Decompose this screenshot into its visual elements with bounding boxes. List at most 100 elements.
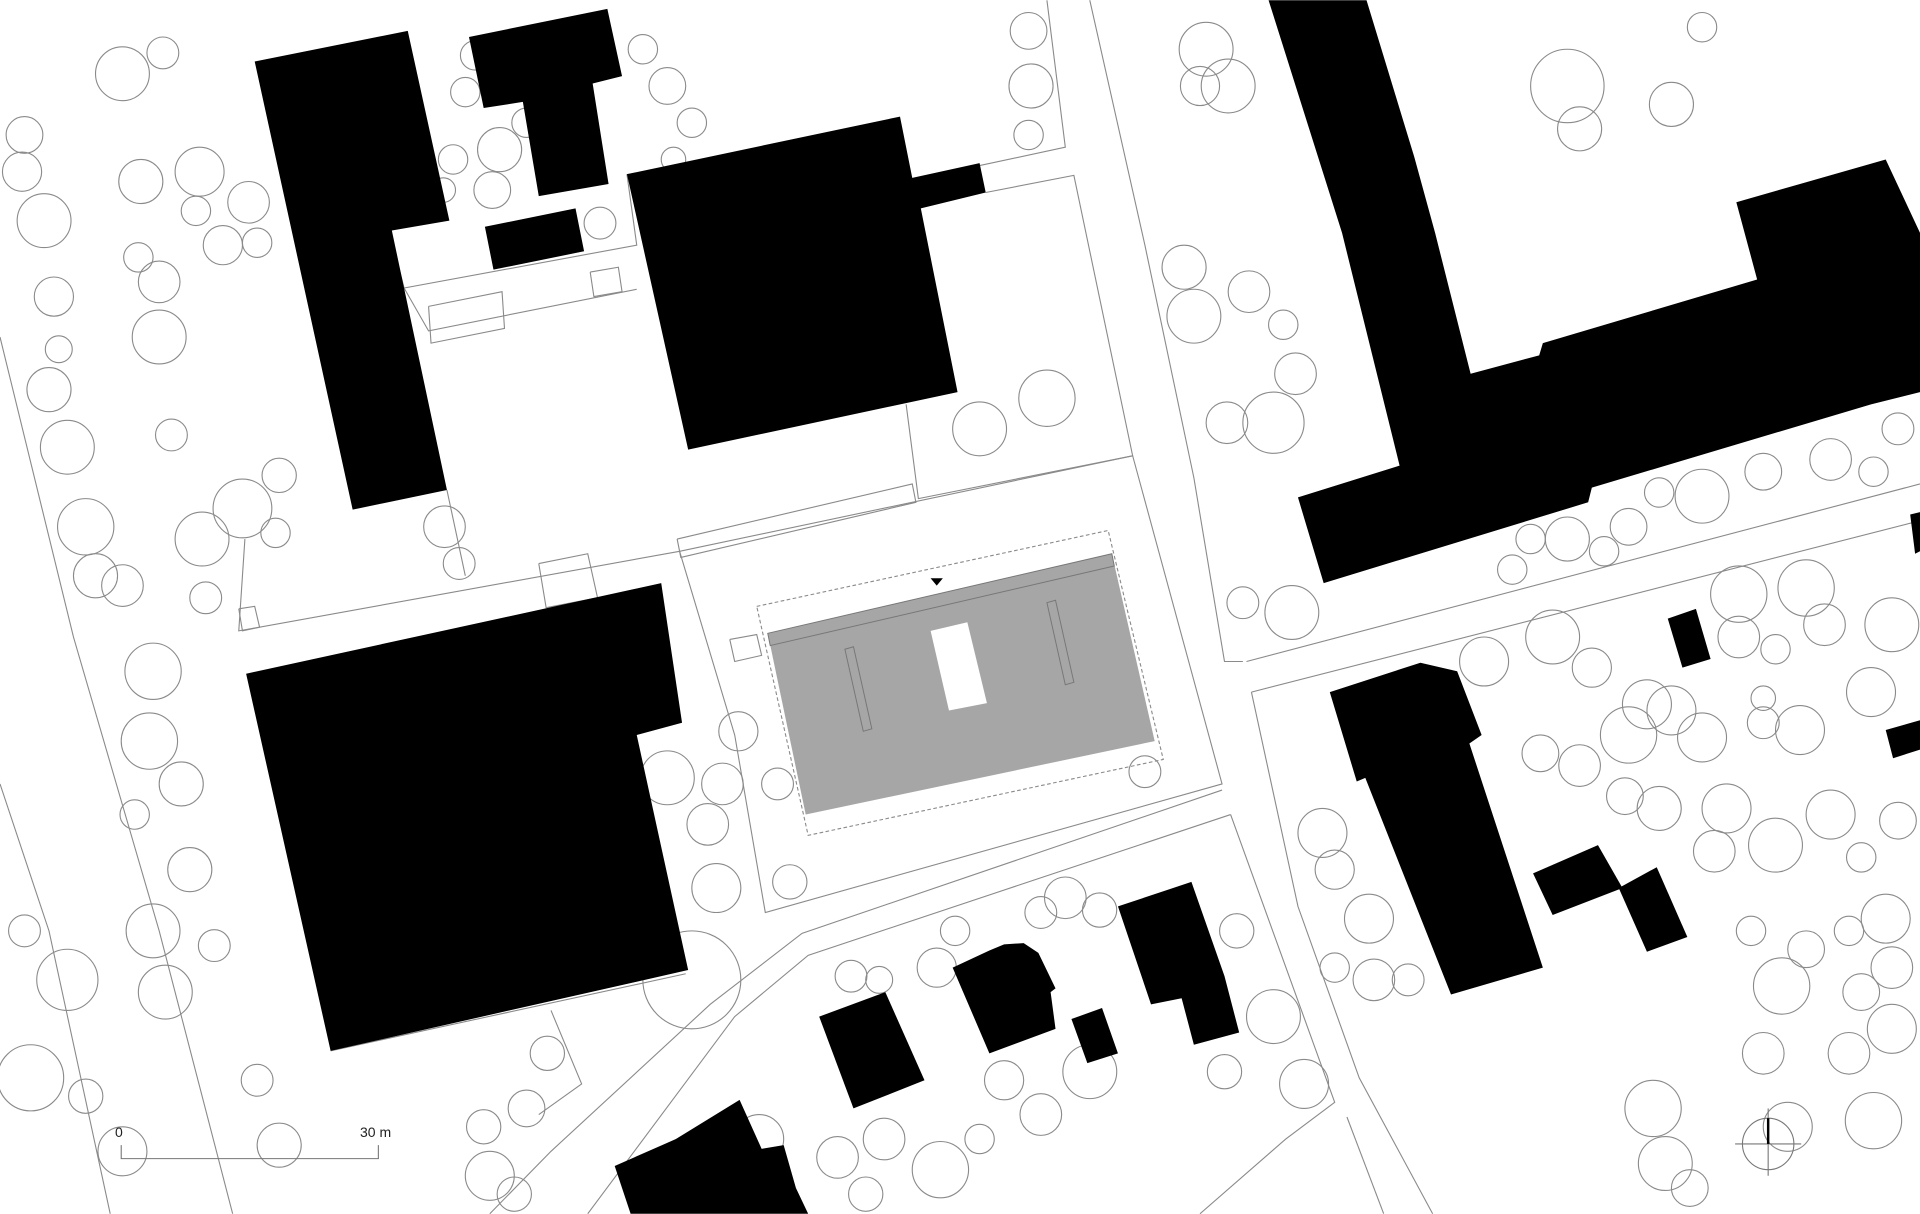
tree-canopy <box>0 1044 65 1112</box>
tree-canopy <box>158 761 204 807</box>
tree-canopy <box>1643 477 1675 508</box>
tree-canopy <box>1760 634 1791 665</box>
tree-canopy <box>1870 946 1914 989</box>
tree-canopy <box>101 564 144 607</box>
tree-canopy <box>437 144 469 175</box>
building <box>952 943 1056 1054</box>
tree-canopy <box>1009 11 1048 50</box>
tree-canopy <box>952 401 1008 457</box>
tree-canopy <box>68 1078 104 1114</box>
tree-canopy <box>1521 734 1560 773</box>
tree-canopy <box>94 46 150 102</box>
tree-canopy <box>1558 744 1601 787</box>
tree-canopy <box>473 171 512 209</box>
tree-canopy <box>1717 615 1761 659</box>
tree-canopy <box>1530 48 1605 124</box>
tree-canopy <box>261 457 297 494</box>
tree-canopy <box>1670 1169 1709 1207</box>
tree-canopy <box>691 862 742 914</box>
building <box>819 992 925 1109</box>
tree-canopy <box>1166 288 1222 344</box>
tree-canopy <box>1710 565 1768 623</box>
tree-canopy <box>8 914 41 948</box>
tree-canopy <box>1624 1079 1682 1138</box>
tree-canopy <box>260 517 291 549</box>
building <box>1910 512 1920 554</box>
tree-canopy <box>72 553 119 599</box>
tree-canopy <box>1178 21 1234 77</box>
project-outline <box>756 529 1164 837</box>
tree-canopy <box>137 964 193 1020</box>
tree-canopy <box>1787 930 1826 969</box>
tree-canopy <box>1701 783 1752 834</box>
tree-canopy <box>465 1109 502 1145</box>
tree-canopy <box>97 1126 148 1177</box>
tree-canopy <box>1845 667 1897 718</box>
tree-canopy <box>118 158 164 205</box>
road-edge <box>0 783 111 1214</box>
tree-canopy <box>1343 893 1395 944</box>
site-boundary <box>679 455 1223 914</box>
building <box>1533 845 1623 915</box>
tree-canopy <box>1019 1093 1063 1136</box>
tree-canopy <box>834 959 868 993</box>
tree-canopy <box>1636 785 1682 832</box>
tree-canopy <box>1588 536 1620 567</box>
tree-canopy <box>1744 452 1783 491</box>
tree-canopy <box>180 195 212 227</box>
tree-canopy <box>1599 706 1658 764</box>
tree-canopy <box>1686 11 1718 43</box>
tree-canopy <box>57 498 115 556</box>
tree-canopy <box>1674 468 1730 524</box>
tree-canopy <box>154 418 188 452</box>
tree-canopy <box>1692 829 1736 873</box>
tree-canopy <box>137 260 181 304</box>
tree-canopy <box>256 1122 302 1168</box>
tree-canopy <box>1879 801 1917 840</box>
tree-canopy <box>1805 789 1856 840</box>
tree-canopy <box>964 1123 995 1155</box>
tree-canopy <box>1677 712 1728 763</box>
tree-canopy <box>1 151 43 192</box>
tree-canopy <box>772 864 808 900</box>
tree-canopy <box>189 581 223 615</box>
tree-canopy <box>862 1117 906 1161</box>
tree-canopy <box>1748 817 1803 873</box>
tree-canopy <box>1264 585 1320 640</box>
building <box>468 8 623 197</box>
tree-canopy <box>1827 1031 1871 1075</box>
tree-canopy <box>1741 1031 1785 1075</box>
building <box>1071 1008 1118 1064</box>
tree-canopy <box>1013 119 1044 151</box>
tree-canopy <box>1018 369 1076 427</box>
tree-canopy <box>1777 559 1835 617</box>
scale-bar-end-label: 30 m <box>360 1124 392 1140</box>
tree-canopy <box>1242 391 1305 454</box>
tree-canopy <box>911 1140 970 1199</box>
tree-canopy <box>865 965 894 994</box>
tree-canopy <box>1858 456 1889 487</box>
building <box>614 1099 809 1214</box>
tree-canopy <box>529 1035 566 1072</box>
tree-canopy <box>676 107 708 138</box>
road-edge <box>1251 520 1920 693</box>
tree-canopy <box>197 929 231 963</box>
tree-canopy <box>916 947 957 988</box>
tree-canopy <box>1881 412 1915 446</box>
tree-canopy <box>1809 438 1852 481</box>
tree-canopy <box>477 127 523 173</box>
tree-canopy <box>1024 896 1058 929</box>
building <box>1329 662 1543 995</box>
tree-canopy <box>1605 777 1644 816</box>
tree-canopy <box>648 67 687 105</box>
skylight <box>844 646 873 732</box>
roof-edge <box>767 553 1115 647</box>
road-edge <box>1089 0 1243 663</box>
entrance-marker-icon <box>930 578 943 586</box>
tree-canopy <box>1226 586 1260 620</box>
tree-canopy <box>1621 679 1672 730</box>
tree-canopy <box>701 762 744 806</box>
tree-canopy <box>1081 892 1118 928</box>
tree-canopy <box>1497 554 1528 585</box>
